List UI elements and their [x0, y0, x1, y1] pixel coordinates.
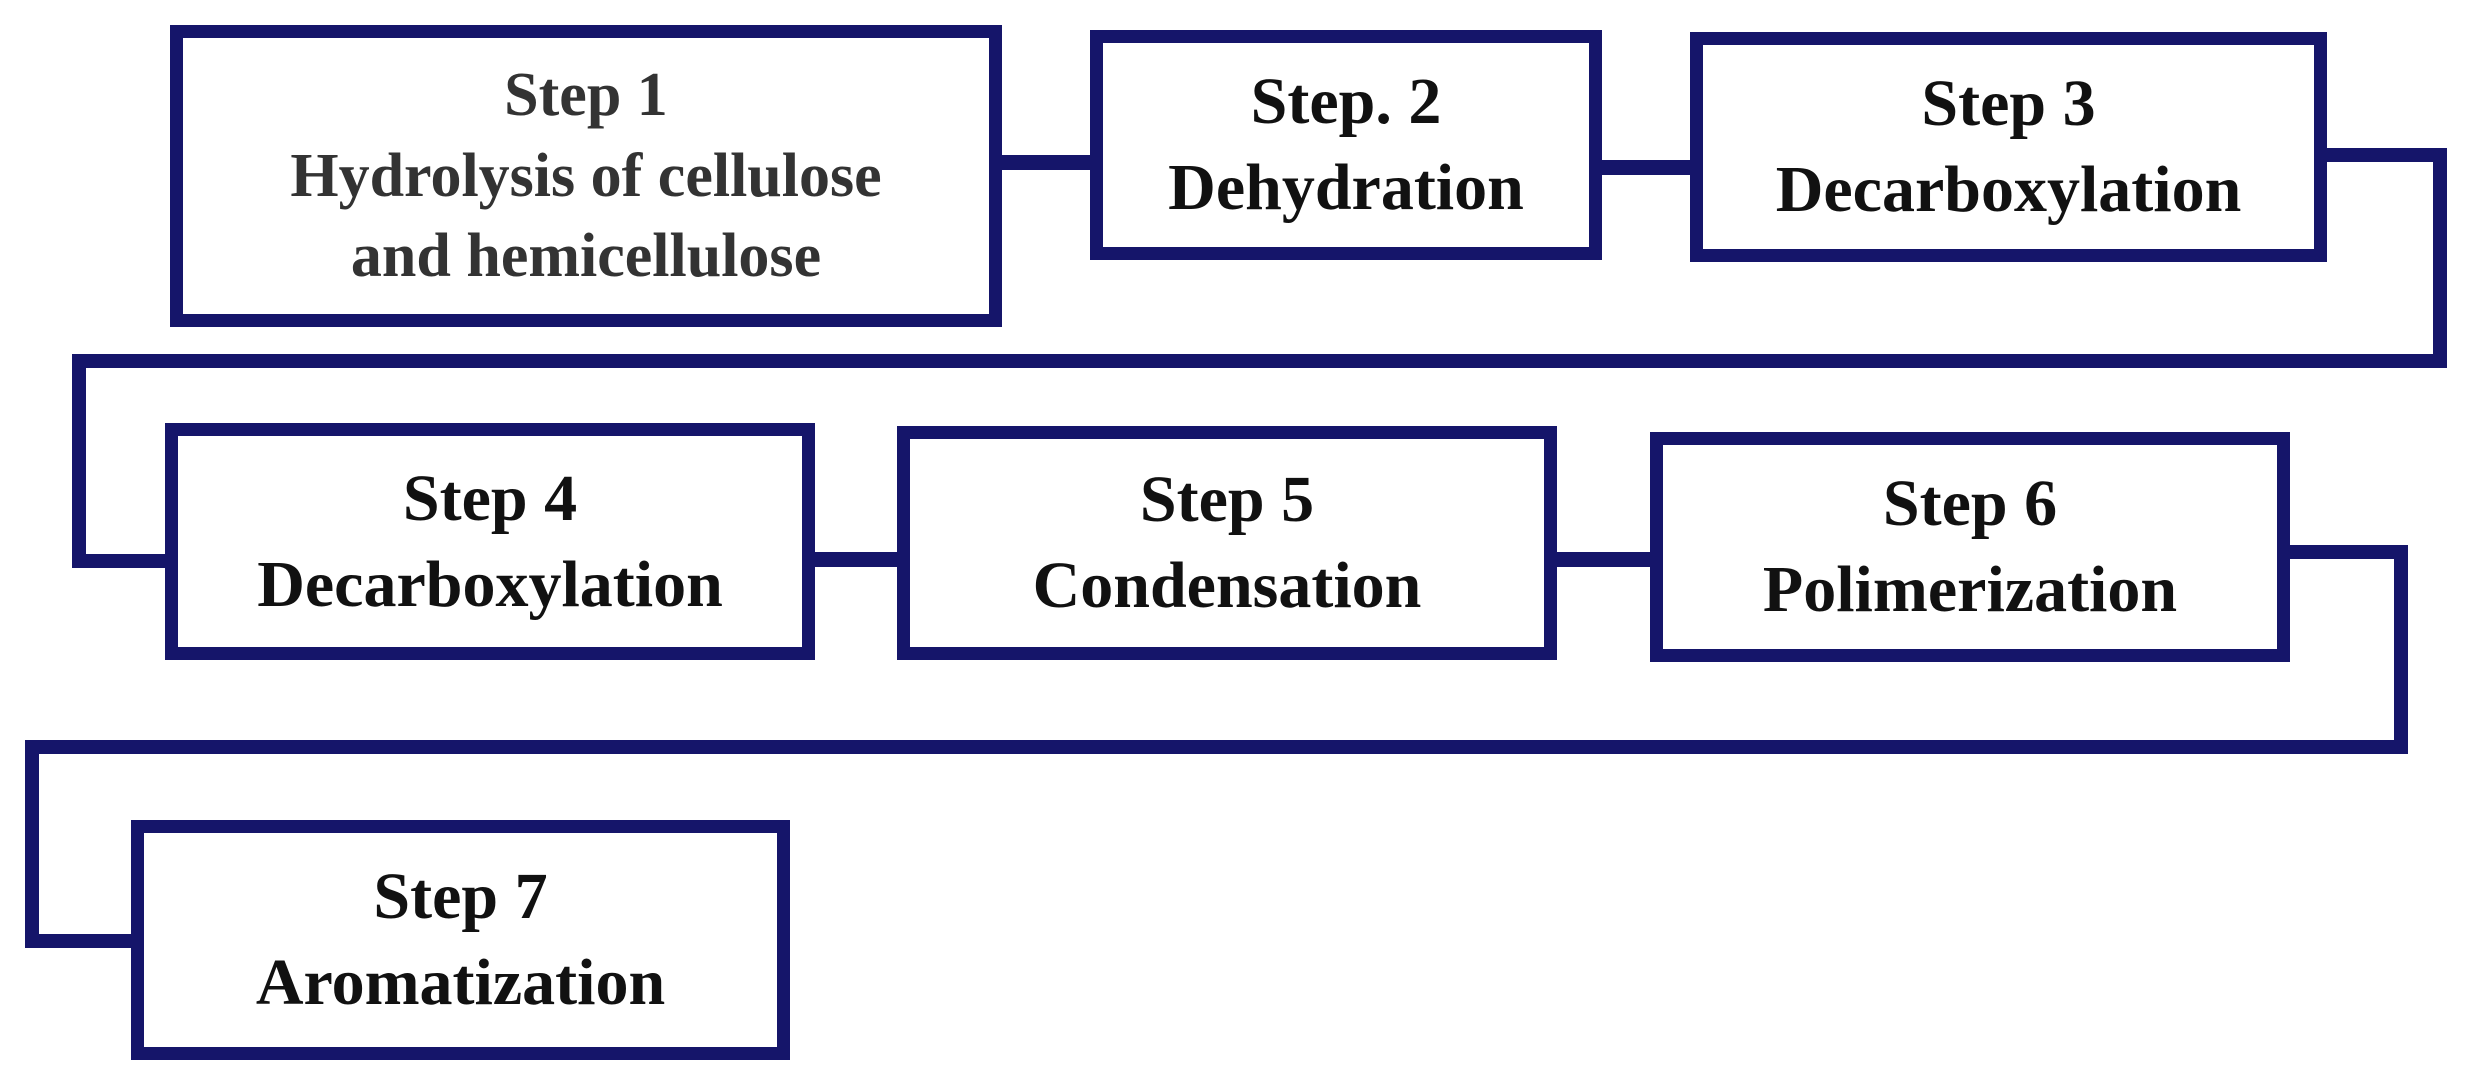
step-3-title: Step 3 — [1921, 67, 2096, 141]
connector-row2-left-down — [72, 354, 86, 568]
connector-step4-entry — [72, 554, 167, 568]
step-box-1: Step 1 Hydrolysis of cellulose and hemic… — [170, 25, 1002, 327]
step-box-7: Step 7 Aromatization — [131, 820, 790, 1060]
connector-step3-exit — [2325, 148, 2447, 162]
step-6-subtitle: Polimerization — [1762, 553, 2178, 626]
connector-row3-left-down — [25, 740, 39, 948]
step-2-title: Step. 2 — [1250, 65, 1442, 139]
step-box-6: Step 6 Polimerization — [1650, 432, 2290, 662]
step-1-title: Step 1 — [504, 61, 668, 130]
connector-step4-step5 — [813, 552, 903, 567]
connector-step3-down — [2433, 148, 2447, 368]
connector-step6-exit — [2288, 545, 2408, 559]
connector-step7-entry — [25, 934, 133, 948]
step-7-title: Step 7 — [373, 860, 548, 934]
step-box-5: Step 5 Condensation — [897, 426, 1557, 660]
connector-step5-step6 — [1555, 552, 1655, 567]
connector-row1-row2-line — [72, 354, 2447, 368]
step-5-title: Step 5 — [1139, 463, 1315, 537]
step-4-title: Step 4 — [402, 461, 578, 535]
connector-step1-step2 — [1000, 155, 1092, 170]
connector-row2-row3-line — [25, 740, 2408, 754]
step-3-subtitle: Decarboxylation — [1775, 153, 2242, 226]
step-5-subtitle: Condensation — [1032, 549, 1422, 622]
connector-step2-step3 — [1600, 160, 1692, 175]
connector-step6-down — [2394, 545, 2408, 754]
step-2-subtitle: Dehydration — [1168, 151, 1524, 224]
step-4-subtitle: Decarboxylation — [257, 547, 723, 621]
step-7-subtitle: Aromatization — [255, 946, 666, 1019]
step-6-title: Step 6 — [1882, 467, 2058, 541]
step-box-4: Step 4 Decarboxylation — [165, 423, 815, 660]
step-1-subtitle: Hydrolysis of cellulose — [290, 141, 882, 210]
step-1-subtitle-line2: and hemicellulose — [350, 222, 822, 291]
step-box-2: Step. 2 Dehydration — [1090, 30, 1602, 260]
step-box-3: Step 3 Decarboxylation — [1690, 32, 2327, 262]
